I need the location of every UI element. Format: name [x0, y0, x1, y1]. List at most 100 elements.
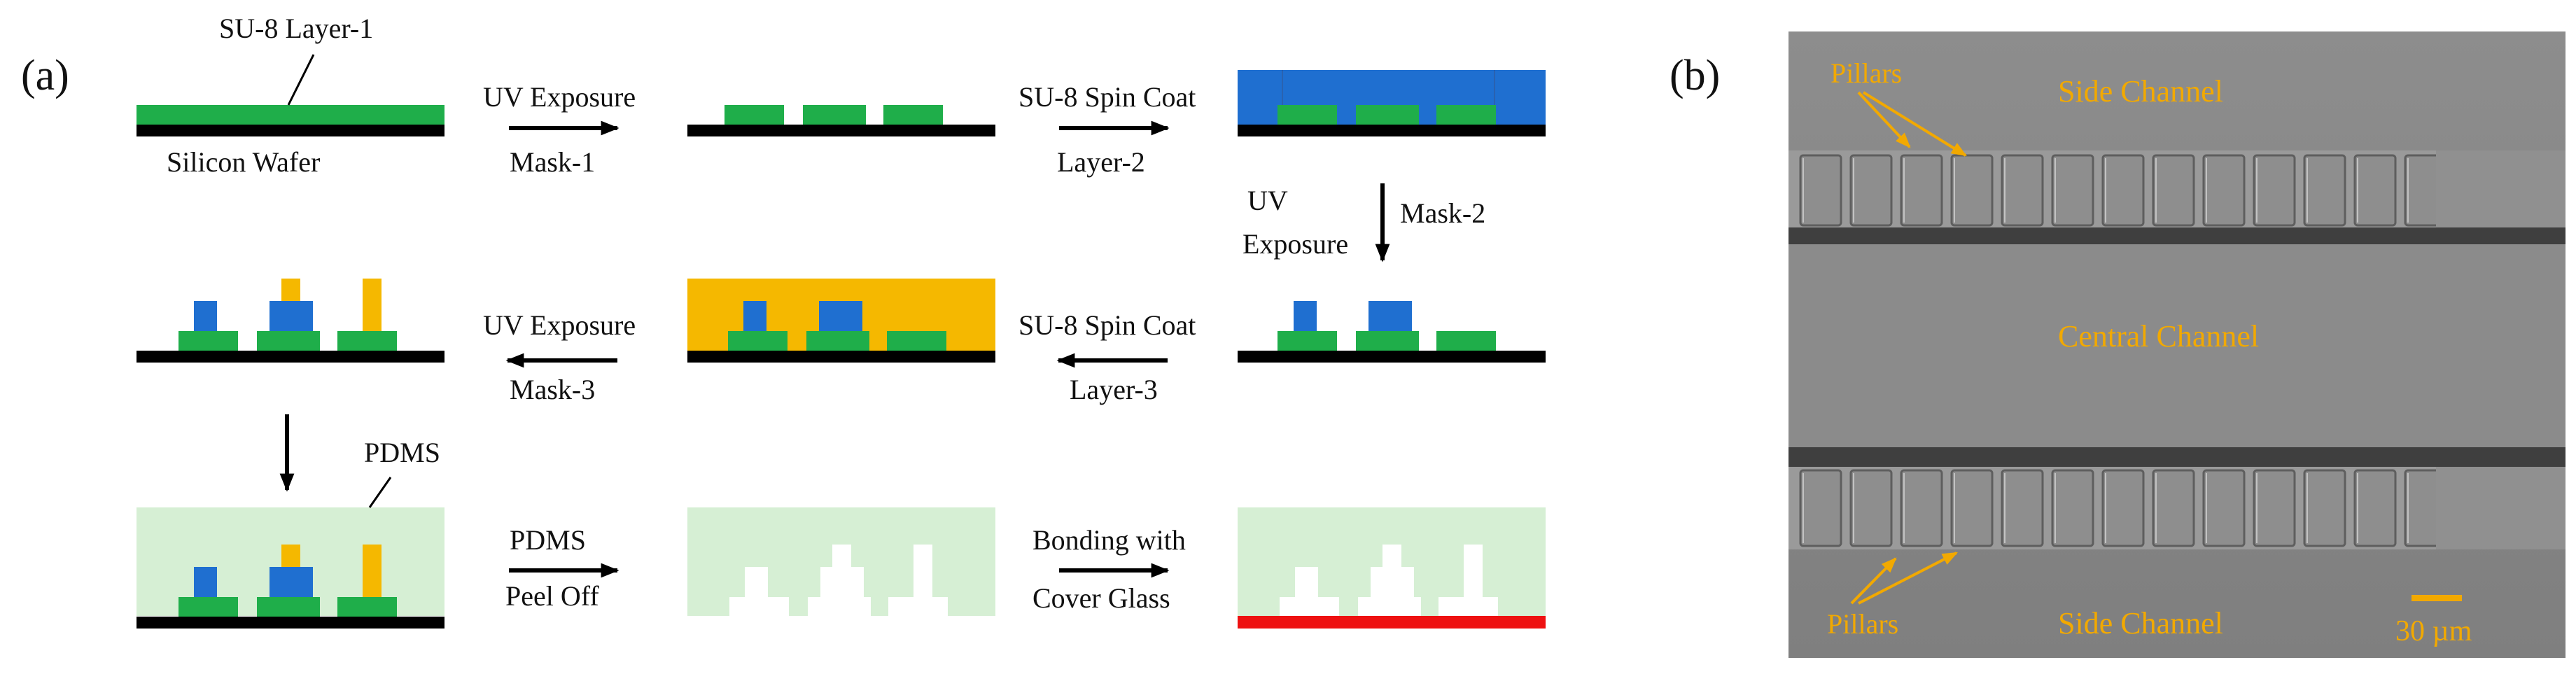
- step-2-top-label: SU-8 Spin Coat: [1018, 81, 1196, 113]
- layer1-block: [803, 105, 866, 125]
- stage-2-layer1-blocks: [687, 105, 995, 136]
- step-8-arrow: Bonding with Cover Glass: [1032, 524, 1186, 614]
- pdms-label: PDMS: [364, 437, 440, 468]
- layer1-block: [178, 331, 238, 351]
- pillar: [2303, 154, 2346, 227]
- channel-void: [913, 545, 932, 598]
- layer1-block: [1356, 331, 1419, 351]
- pillars-bottom-arrow-1: [1850, 557, 1897, 605]
- pillar-row-top: [1799, 154, 2447, 227]
- layer1-block: [883, 105, 943, 125]
- cover-glass: [1238, 616, 1546, 629]
- pillars-bottom-label: Pillars: [1827, 608, 1898, 640]
- central-channel: [1788, 244, 2566, 447]
- step-8-top-label: Bonding with: [1032, 524, 1186, 556]
- pillar: [2353, 469, 2397, 547]
- su8-layer1-leader: [287, 54, 315, 106]
- channel-void: [1295, 567, 1318, 598]
- pillar: [1849, 469, 1893, 547]
- stage-8-pdms-peeled: [687, 507, 995, 616]
- pillars-top-label: Pillars: [1830, 57, 1902, 89]
- layer1-block: [728, 331, 788, 351]
- silicon-wafer: [1238, 351, 1546, 363]
- channel-void: [1464, 545, 1483, 598]
- layer1-block: [1436, 105, 1496, 125]
- pillars-top-arrow-2: [1862, 91, 1967, 157]
- layer2-block: [1294, 301, 1317, 331]
- pillar: [1799, 154, 1842, 227]
- silicon-wafer: [687, 125, 995, 136]
- channel-void: [888, 597, 948, 616]
- channel-void: [745, 567, 768, 598]
- micrograph: [1788, 31, 2566, 658]
- step-1-bottom-label: Mask-1: [510, 146, 595, 178]
- pillar: [1799, 469, 1842, 547]
- panel-b-label: (b): [1670, 52, 1720, 99]
- layer1-block: [887, 331, 946, 351]
- step-5-arrow: UV Exposure Mask-3: [483, 309, 636, 405]
- silicon-wafer-label: Silicon Wafer: [167, 146, 320, 178]
- step-5-top-label: UV Exposure: [483, 309, 636, 341]
- layer3-pillar: [281, 545, 300, 569]
- layer3-pillar: [281, 279, 300, 303]
- panel-b: (b) Pillars Side Channel Central Channel…: [1670, 31, 2566, 658]
- pillar: [2001, 469, 2044, 547]
- step-3-top-label-1: UV: [1247, 185, 1288, 216]
- pillar: [1900, 469, 1943, 547]
- channel-void: [1382, 545, 1401, 568]
- step-1-top-label: UV Exposure: [483, 81, 636, 113]
- step-3-top-label-2: Exposure: [1242, 228, 1348, 260]
- step-3-arrow: UV Exposure Mask-2: [1242, 183, 1485, 262]
- layer3-pillar: [363, 279, 382, 331]
- pillar: [2353, 154, 2397, 227]
- channel-outlet-bottom: [2436, 467, 2566, 549]
- central-channel-label: Central Channel: [2058, 319, 2259, 353]
- pillar: [2303, 469, 2346, 547]
- pillar: [1950, 469, 1994, 547]
- channel-void: [808, 597, 871, 616]
- stage-4-layer2-exposed: [1238, 301, 1546, 363]
- layer2-block: [1368, 301, 1412, 331]
- channel-void: [1371, 567, 1414, 598]
- stage-7-pdms-cast: PDMS: [136, 437, 444, 629]
- channel-outlet-top: [2436, 150, 2566, 227]
- pillar: [2152, 469, 2195, 547]
- silicon-wafer: [136, 617, 444, 629]
- step-4-top-label: SU-8 Spin Coat: [1018, 309, 1196, 341]
- layer3-pillar: [363, 545, 382, 597]
- channel-void: [820, 567, 864, 598]
- pillar: [2253, 469, 2296, 547]
- step-5-bottom-label: Mask-3: [510, 374, 595, 405]
- step-7-bottom-label: Peel Off: [505, 580, 599, 612]
- pillar-row-bottom: [1799, 469, 2447, 547]
- layer1-block: [1278, 331, 1337, 351]
- layer2-block: [819, 301, 862, 331]
- silicon-wafer: [687, 351, 995, 363]
- pillar: [2152, 154, 2195, 227]
- stage-9-bonded-device: [1238, 507, 1546, 629]
- layer2-block: [743, 301, 766, 331]
- channel-void: [1280, 597, 1339, 616]
- pillar: [1900, 154, 1943, 227]
- layer1-block: [337, 331, 397, 351]
- pillar: [2051, 154, 2094, 227]
- channel-wall-top: [1788, 227, 2566, 244]
- layer2-block: [270, 567, 313, 597]
- stage-1-wafer-layer1: SU-8 Layer-1 Silicon Wafer: [136, 13, 444, 178]
- pillar: [2101, 469, 2145, 547]
- step-3-right-label: Mask-2: [1400, 197, 1485, 229]
- layer2-block: [194, 567, 217, 597]
- pdms-leader: [368, 477, 392, 508]
- scale-bar-label: 30 µm: [2395, 615, 2472, 647]
- su8-layer1-label: SU-8 Layer-1: [219, 13, 373, 44]
- layer1-block: [257, 597, 320, 617]
- side-channel-bottom-label: Side Channel: [2058, 606, 2223, 640]
- layer1-block: [178, 597, 238, 617]
- pillar: [2001, 154, 2044, 227]
- pillars-bottom-arrow-2: [1858, 552, 1958, 605]
- step-7-top-label: PDMS: [510, 524, 586, 556]
- silicon-wafer: [136, 125, 444, 136]
- pillar: [1950, 154, 1994, 227]
- layer1-block: [806, 331, 869, 351]
- stage-6-master-mold: [136, 279, 444, 363]
